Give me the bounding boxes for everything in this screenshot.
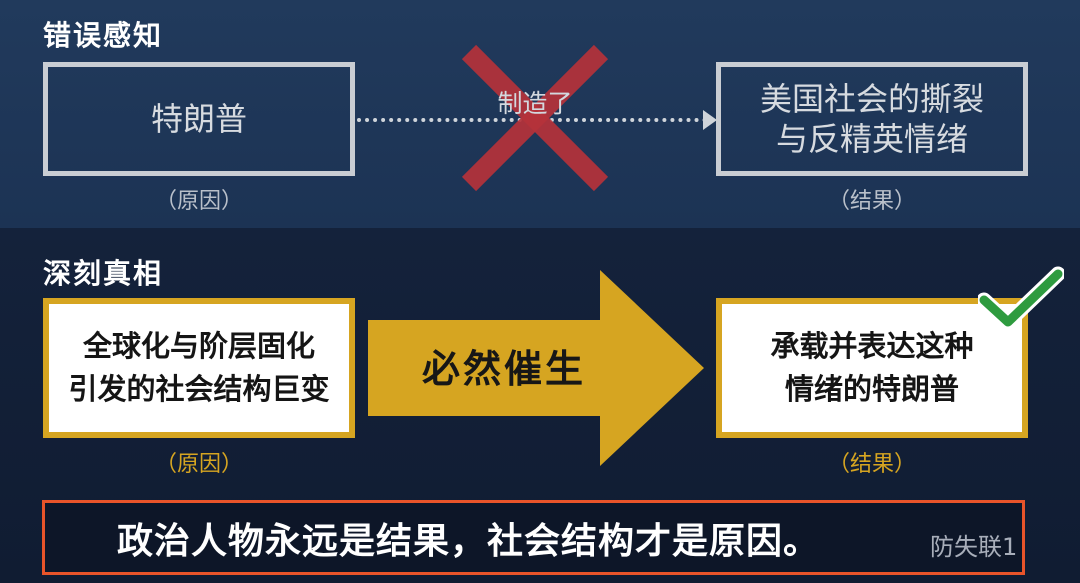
conclusion-banner: 政治人物永远是结果，社会结构才是原因。 <box>42 500 1025 575</box>
misconception-effect-box: 美国社会的撕裂 与反精英情绪 <box>716 62 1028 176</box>
truth-effect-line2: 情绪的特朗普 <box>784 372 959 406</box>
truth-effect-box: 承载并表达这种 情绪的特朗普 <box>716 298 1028 438</box>
check-icon <box>978 266 1064 330</box>
truth-arrow-label: 必然催生 <box>421 347 586 391</box>
conclusion-text: 政治人物永远是结果，社会结构才是原因。 <box>117 520 821 562</box>
misconception-cause-caption: （原因） <box>154 189 243 214</box>
connector-arrowhead <box>703 110 717 130</box>
misconception-relation-label: 制造了 <box>497 89 573 118</box>
misconception-effect-caption: （结果） <box>827 189 916 214</box>
misconception-cause-box: 特朗普 <box>43 62 355 176</box>
misconception-effect-line1: 美国社会的撕裂 <box>759 80 984 118</box>
misconception-effect-line2: 与反精英情绪 <box>775 120 968 158</box>
truth-cause-line1: 全球化与阶层固化 <box>82 329 315 363</box>
truth-cause-box: 全球化与阶层固化 引发的社会结构巨变 <box>43 298 355 438</box>
truth-effect-line1: 承载并表达这种 <box>770 329 974 363</box>
truth-cause-caption: （原因） <box>154 452 243 477</box>
watermark-text: 防失联1 <box>930 533 1018 561</box>
misconception-title: 错误感知 <box>43 19 164 52</box>
cross-icon <box>461 44 609 192</box>
big-arrow <box>368 270 704 466</box>
truth-effect-caption: （结果） <box>827 452 916 477</box>
misconception-cause-label: 特朗普 <box>150 100 247 138</box>
truth-cause-line2: 引发的社会结构巨变 <box>68 372 330 406</box>
truth-title: 深刻真相 <box>43 257 164 290</box>
